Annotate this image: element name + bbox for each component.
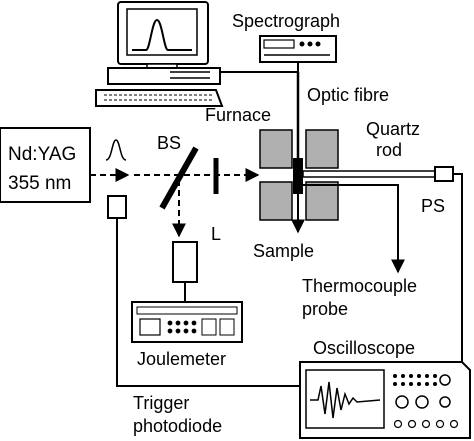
oscilloscope-device bbox=[299, 361, 471, 439]
spectrum-peak-icon bbox=[132, 18, 192, 51]
ps-label: PS bbox=[421, 196, 445, 216]
quartz-rod-label-line2: rod bbox=[376, 140, 402, 160]
oscilloscope-waveform bbox=[310, 381, 381, 419]
spectrograph-label: Spectrograph bbox=[232, 11, 340, 31]
lens-label: L bbox=[211, 224, 221, 244]
ps-sensor bbox=[434, 166, 454, 182]
laser-wavelength: 355 nm bbox=[8, 173, 71, 194]
thermocouple-label-line2: probe bbox=[302, 299, 348, 319]
keyboard bbox=[95, 89, 224, 107]
bs-label: BS bbox=[157, 133, 181, 153]
optic-fibre-label: Optic fibre bbox=[307, 85, 389, 105]
oscilloscope-label: Oscilloscope bbox=[313, 338, 415, 358]
sample bbox=[293, 158, 303, 194]
joulemeter-label: Joulemeter bbox=[137, 349, 226, 369]
furnace-label: Furnace bbox=[205, 105, 271, 125]
sample-label: Sample bbox=[253, 241, 314, 261]
joulemeter-sensor bbox=[172, 241, 198, 283]
laser-name: Nd:YAG bbox=[8, 144, 76, 165]
thermocouple-probe bbox=[303, 184, 405, 274]
trigger-photodiode bbox=[107, 195, 127, 219]
trigger-cable bbox=[116, 218, 300, 387]
thermocouple-label-line1: Thermocouple bbox=[302, 276, 417, 296]
beam-splitter bbox=[159, 146, 199, 210]
computer-monitor bbox=[117, 1, 209, 71]
ps-cable bbox=[453, 173, 463, 362]
laser-box bbox=[0, 127, 91, 203]
joulemeter-device bbox=[131, 301, 243, 343]
trigger-label-line2: photodiode bbox=[133, 416, 222, 436]
computer-base bbox=[107, 67, 221, 85]
quartz-rod-label-line1: Quartz bbox=[366, 119, 420, 139]
spectrograph-device bbox=[259, 35, 337, 63]
furnace bbox=[259, 129, 339, 221]
pulse-icon bbox=[105, 139, 127, 161]
quartz-rod bbox=[302, 170, 436, 178]
trigger-label-line1: Trigger bbox=[133, 393, 189, 413]
